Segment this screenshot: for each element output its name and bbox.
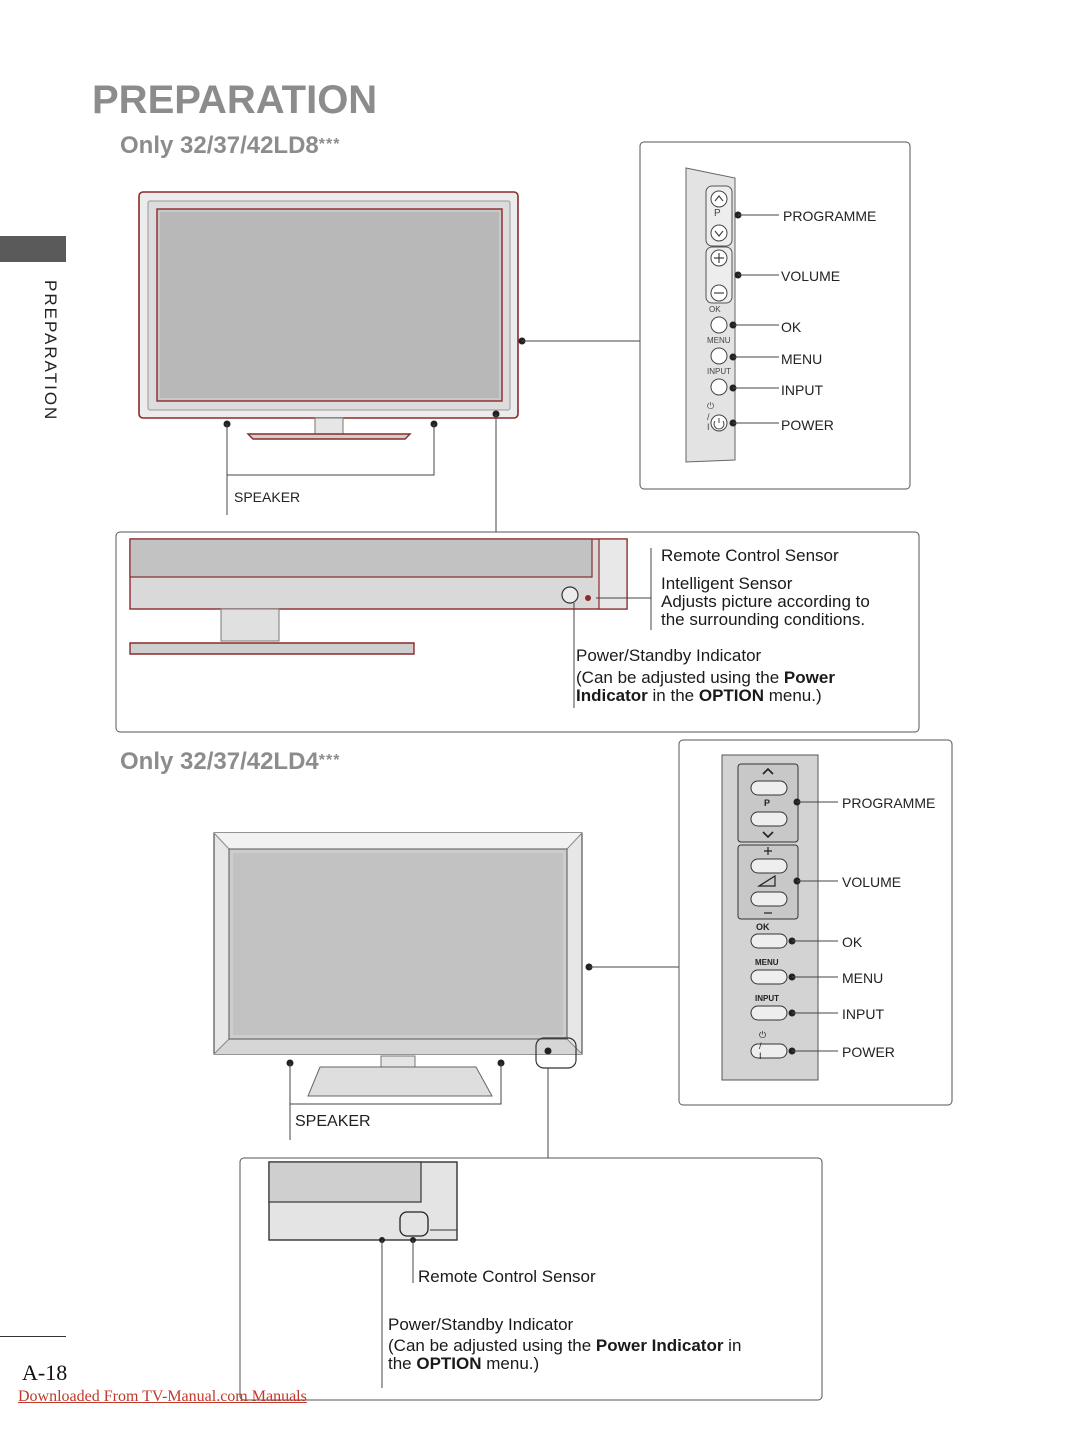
ld4-note-e: OPTION <box>416 1354 482 1373</box>
ld8-programme-label: PROGRAMME <box>783 208 877 224</box>
ld4-volume-label: VOLUME <box>842 874 902 890</box>
section1-title: Only 32/37/42LD8*** <box>120 132 340 160</box>
ld4-power-glyph: ⏻ / I <box>759 1030 767 1061</box>
ld8-power-label: POWER <box>781 417 834 433</box>
ld8-standby-note-line1: (Can be adjusted using the Power <box>576 669 835 687</box>
ld4-programme-label: PROGRAMME <box>842 795 936 811</box>
ld4-menu-glyph: MENU <box>755 958 779 967</box>
ld8-button-panel <box>639 141 911 490</box>
footer-rule <box>0 1336 66 1337</box>
page-title: PREPARATION <box>92 78 378 122</box>
ld8-power-glyph: ⏻ / I <box>707 401 715 432</box>
ld8-speaker-label: SPEAKER <box>234 489 301 505</box>
ld8-intelligent-desc-line1: Adjusts picture according to <box>661 592 870 611</box>
ld8-menu-glyph: MENU <box>707 336 731 345</box>
ld8-note-b: Power <box>783 668 835 687</box>
ld8-intelligent-sensor-label: Intelligent Sensor <box>661 574 793 593</box>
ld8-intelligent-desc-line2: the surrounding conditions. <box>661 610 866 629</box>
section1-title-suffix: *** <box>318 136 341 153</box>
section2-title: Only 32/37/42LD4*** <box>120 748 340 776</box>
ld4-standby-note-line1: (Can be adjusted using the Power Indicat… <box>388 1337 741 1355</box>
ld4-remote-sensor-label: Remote Control Sensor <box>418 1267 596 1286</box>
ld8-menu-label: MENU <box>781 351 823 367</box>
ld4-speaker-label: SPEAKER <box>295 1113 371 1130</box>
ld4-standby-label: Power/Standby Indicator <box>388 1315 574 1334</box>
ld4-note-c: in <box>723 1336 742 1355</box>
ld8-p-glyph: P <box>714 208 721 219</box>
ld4-input-glyph: INPUT <box>755 994 779 1003</box>
ld8-input-glyph: INPUT <box>707 367 731 376</box>
ld4-power-label: POWER <box>842 1044 895 1060</box>
ld8-note-f: menu.) <box>764 686 822 705</box>
footer-download-link[interactable]: Downloaded From TV-Manual.com Manuals <box>18 1388 307 1405</box>
ld4-standby-note-line2: the OPTION menu.) <box>388 1355 539 1373</box>
side-section-label: PREPARATION <box>41 280 60 422</box>
section2-title-suffix: *** <box>318 752 341 769</box>
ld8-tv-illustration <box>138 191 640 532</box>
ld8-detail-illustration <box>115 531 920 733</box>
ld8-ok-label: OK <box>781 319 802 335</box>
ld4-tv-illustration <box>213 832 680 1158</box>
ld8-ok-glyph: OK <box>709 305 721 314</box>
ld8-volume-label: VOLUME <box>781 268 841 284</box>
ld4-detail-illustration <box>239 1157 823 1401</box>
ld8-note-e: OPTION <box>698 686 765 705</box>
ld8-note-c: Indicator <box>576 686 648 705</box>
ld4-note-a: (Can be adjusted using the <box>388 1336 596 1355</box>
ld8-standby-note-line2: Indicator in the OPTION menu.) <box>576 687 822 705</box>
ld4-input-label: INPUT <box>842 1006 884 1022</box>
ld4-note-d: the <box>388 1354 417 1373</box>
ld4-note-b: Power Indicator <box>595 1336 724 1355</box>
ld8-note-d: in the <box>647 686 699 705</box>
ld4-ok-glyph: OK <box>756 922 770 932</box>
page-number: A-18 <box>22 1360 68 1385</box>
ld4-menu-label: MENU <box>842 970 884 986</box>
ld8-input-label: INPUT <box>781 382 823 398</box>
ld4-ok-label: OK <box>842 934 863 950</box>
section2-title-text: Only 32/37/42LD4 <box>120 748 319 775</box>
section-tab-marker <box>0 236 66 262</box>
ld8-standby-label: Power/Standby Indicator <box>576 646 762 665</box>
ld4-note-f: menu.) <box>481 1354 540 1373</box>
ld8-note-a: (Can be adjusted using the <box>576 668 784 687</box>
ld8-remote-sensor-label: Remote Control Sensor <box>661 546 839 565</box>
section1-title-text: Only 32/37/42LD8 <box>120 132 319 159</box>
ld4-p-glyph: P <box>764 798 771 808</box>
ld4-button-panel <box>678 739 953 1106</box>
